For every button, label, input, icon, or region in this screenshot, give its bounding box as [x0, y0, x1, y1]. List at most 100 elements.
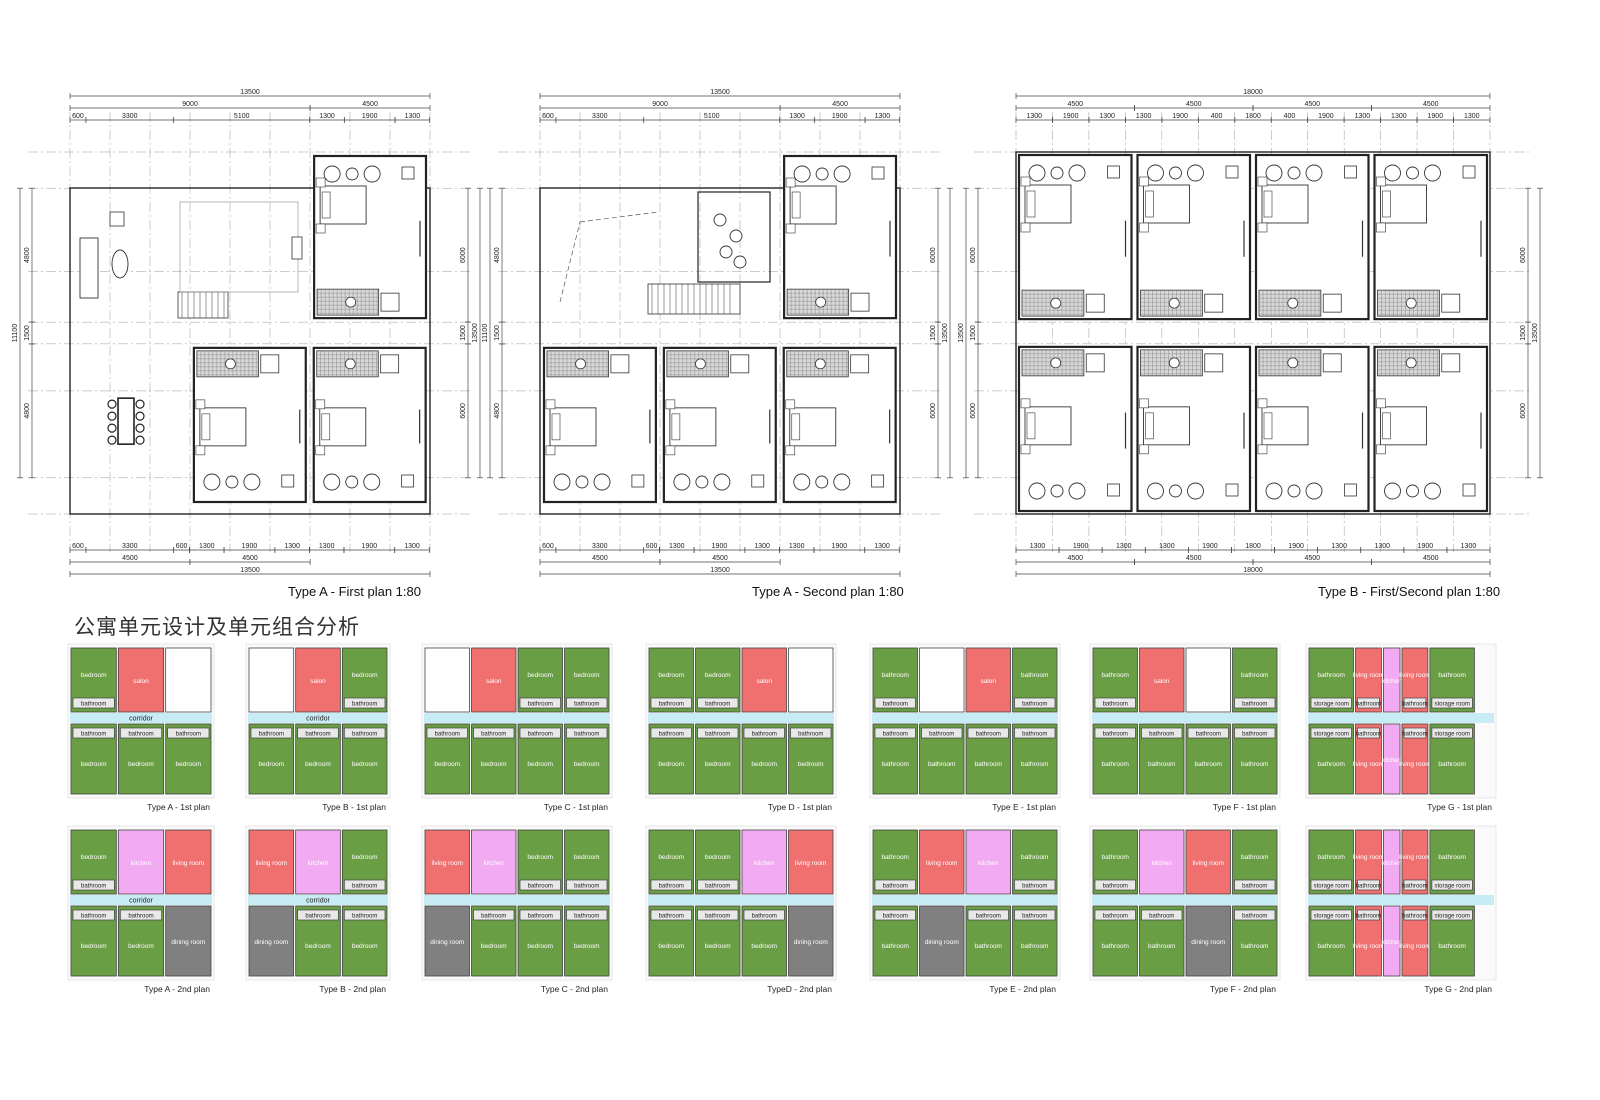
room-label: bedroom: [574, 943, 600, 950]
armchair-icon: [363, 165, 381, 183]
dining-table-icon: [117, 397, 135, 445]
bathroom-label: storage room: [1434, 702, 1469, 708]
bathroom-label: bathroom: [352, 914, 377, 920]
armchair-icon: [1265, 482, 1283, 500]
room-block: [471, 647, 517, 713]
bathroom-label: bathroom: [1022, 884, 1047, 890]
bathroom-block: [1094, 727, 1136, 739]
desk-icon: [1225, 483, 1239, 497]
bathroom-block: [297, 909, 339, 921]
dimension-label: 1900: [1172, 113, 1188, 120]
toilet-icon: [1204, 353, 1224, 373]
bathroom-label: bathroom: [1242, 914, 1267, 920]
bathroom-block: [1431, 909, 1473, 921]
bathroom-block: [119, 909, 163, 921]
desk-icon: [401, 474, 415, 488]
bathroom-block: [697, 879, 739, 891]
diagram-caption: Type D - 1st plan: [768, 802, 833, 812]
table-icon: [815, 475, 829, 489]
room-label: salon: [486, 678, 502, 685]
dimension-label: 1900: [832, 113, 848, 120]
corridor-label: corridor: [306, 898, 330, 905]
dimension-label: 1500: [460, 325, 467, 341]
dimension-label: 5100: [234, 113, 250, 120]
bathroom-label: bathroom: [1103, 914, 1128, 920]
room-label: bathroom: [882, 761, 909, 768]
bathroom-label: bathroom: [81, 914, 106, 920]
nightstand-icon: [1139, 176, 1149, 187]
bathroom-tiles: [1021, 349, 1085, 377]
room-label: salon: [756, 678, 772, 685]
bathroom-label: bathroom: [1402, 914, 1427, 920]
bathroom-label: bathroom: [883, 732, 908, 738]
dimension-label: 1900: [362, 113, 378, 120]
room-block: [1185, 647, 1231, 713]
bathroom-block: [874, 727, 916, 739]
dimension-label: 1900: [1418, 543, 1434, 550]
room-label: kitchen: [1381, 939, 1402, 946]
room-block: [1383, 647, 1401, 713]
room-label: salon: [980, 678, 996, 685]
room-label: living room: [256, 860, 287, 867]
dimension-label: 1300: [789, 543, 805, 550]
room-label: bedroom: [128, 943, 154, 950]
room-label: bedroom: [574, 761, 600, 768]
bathroom-label: bathroom: [128, 732, 153, 738]
armchair-icon: [1068, 164, 1086, 182]
dimension-label: 4500: [1304, 555, 1320, 562]
armchair-icon: [793, 165, 811, 183]
diagram-caption: Type F - 2nd plan: [1210, 984, 1276, 994]
bathroom-label: bathroom: [659, 702, 684, 708]
table-icon: [1287, 484, 1301, 498]
room-label: living room: [1353, 943, 1384, 950]
dimension-label: 4500: [1186, 101, 1202, 108]
room-label: bathroom: [975, 761, 1002, 768]
bathroom-label: bathroom: [752, 914, 777, 920]
dimension-label: 6000: [930, 247, 937, 263]
room-label: bedroom: [352, 672, 378, 679]
dimension-label: 6000: [930, 403, 937, 419]
bathroom-block: [1310, 697, 1352, 709]
dimension-label: 400: [1284, 113, 1296, 120]
nightstand-icon: [785, 177, 796, 188]
bathroom-block: [519, 909, 561, 921]
table-icon: [1406, 484, 1419, 498]
armchair-icon: [109, 211, 125, 227]
dimension-label: 13500: [942, 323, 949, 343]
dimension-label: 1300: [1374, 543, 1390, 550]
dimension-label: 1300: [754, 543, 770, 550]
sink-icon: [1287, 357, 1299, 369]
chair-icon: [135, 423, 145, 433]
armchair-icon: [673, 473, 691, 491]
toilet-icon: [1322, 293, 1342, 313]
room-block: [248, 647, 295, 713]
desk-icon: [1225, 165, 1239, 179]
bathroom-label: bathroom: [1242, 732, 1267, 738]
nightstand-icon: [545, 399, 556, 410]
diagram-caption: TypeD - 2nd plan: [767, 984, 832, 994]
room-block: [117, 647, 165, 713]
bathroom-block: [1234, 697, 1276, 709]
corridor-label: corridor: [306, 716, 330, 723]
room-block: [248, 829, 295, 895]
dimension-label: 1500: [24, 325, 31, 341]
dimension-label: 4500: [1423, 555, 1439, 562]
room-label: kitchen: [1381, 678, 1402, 685]
sink-icon: [695, 358, 706, 370]
dimension-label: 1500: [494, 325, 501, 341]
corridor-strip: [1308, 713, 1494, 723]
armchair-icon: [1187, 164, 1204, 182]
room-label: bathroom: [1021, 672, 1048, 679]
nightstand-icon: [315, 445, 326, 456]
room-label: bathroom: [1318, 943, 1345, 950]
room-label: bathroom: [1438, 761, 1465, 768]
pillow-icon: [1263, 190, 1273, 218]
pillow-icon: [1145, 190, 1154, 218]
bathroom-label: bathroom: [528, 914, 553, 920]
bathroom-block: [1234, 879, 1276, 891]
armchair-icon: [1384, 482, 1401, 500]
dimension-label: 18000: [1243, 89, 1263, 96]
armchair-icon: [593, 473, 611, 491]
chair-icon: [107, 435, 117, 445]
bathroom-label: bathroom: [128, 914, 153, 920]
